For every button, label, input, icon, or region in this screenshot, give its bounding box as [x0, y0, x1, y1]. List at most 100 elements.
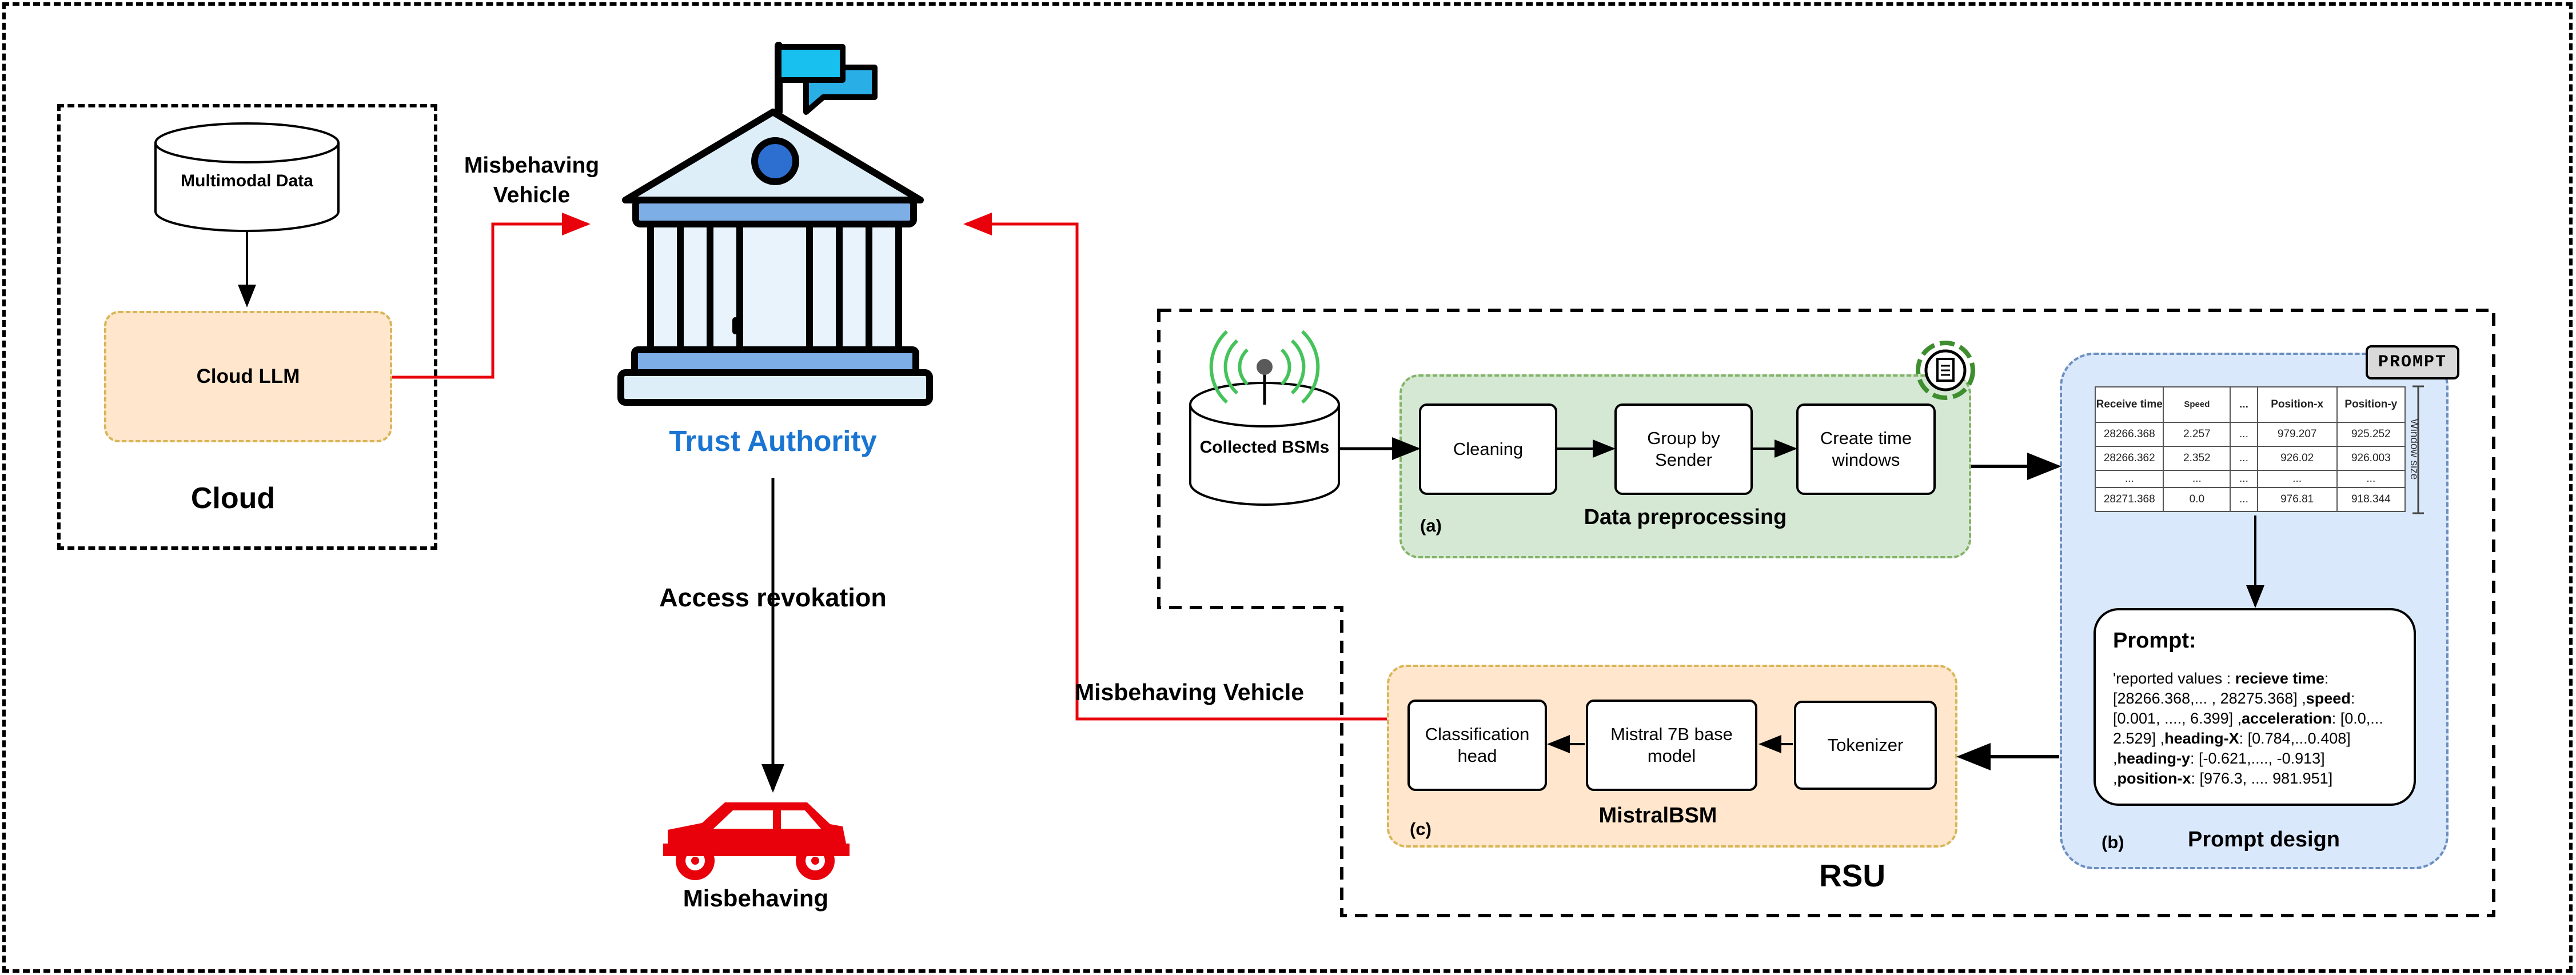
prompt-text-segment: [0.001, ...., 6.399] ,	[2113, 710, 2242, 727]
multimodal-data-cylinder	[154, 122, 340, 232]
mistral-7b-base-node[interactable]: Mistral 7B base model	[1586, 700, 1757, 791]
prompt-text-segment: : [0.0,...	[2331, 710, 2383, 727]
table-cell: ...	[2230, 446, 2258, 471]
misbehaving-vehicle-cloud-line1: Misbehaving	[464, 153, 600, 178]
table-cell: 979.207	[2256, 422, 2338, 447]
table-row: 28266.362 2.352 ... 926.02 926.003	[2094, 446, 2406, 471]
window-size-label: Window size	[2408, 418, 2420, 480]
table-cell: ...	[2094, 470, 2164, 488]
table-row: ... ... ... ... ...	[2094, 470, 2406, 488]
misbehaving-vehicle-rsu-label: Misbehaving Vehicle	[1075, 679, 1305, 705]
misbehaving-car-label: Misbehaving	[683, 885, 829, 912]
prompt-design-tag: (b)	[2102, 832, 2124, 852]
table-cell: 918.344	[2336, 487, 2406, 512]
bsm-table-header-row: Receive time Speed ... Position-x Positi…	[2094, 386, 2406, 423]
group-by-sender-line2: Sender	[1655, 450, 1712, 470]
prompt-line: ,heading-y: [-0.621,...., -0.913]	[2113, 749, 2414, 769]
antenna-signal-icon	[1209, 330, 1320, 405]
create-time-windows-node[interactable]: Create time windows	[1796, 403, 1936, 495]
classification-head-line1: Classification	[1425, 724, 1530, 744]
table-cell: 2.352	[2163, 446, 2231, 471]
table-cell: ...	[2336, 470, 2406, 488]
table-cell: 976.81	[2256, 487, 2338, 512]
tokenizer-label: Tokenizer	[1827, 735, 1904, 755]
cloud-title: Cloud	[190, 482, 276, 515]
table-cell: 2.257	[2163, 422, 2231, 447]
mistral-title: MistralBSM	[1598, 804, 1717, 828]
bsm-header-ellipsis: ...	[2230, 386, 2258, 423]
rsu-title: RSU	[1819, 858, 1886, 893]
prompt-badge: PROMPT	[2366, 345, 2459, 379]
prompt-text-segment: [28266.368,... , 28275.368] ,	[2113, 690, 2306, 707]
cleaning-label: Cleaning	[1453, 439, 1524, 459]
prompt-text-segment: 'reported values :	[2113, 670, 2235, 687]
bsm-header-speed: Speed	[2163, 386, 2231, 423]
create-time-windows-line1: Create time	[1820, 428, 1912, 448]
preprocessing-title: Data preprocessing	[1584, 505, 1787, 529]
gear-document-icon	[1916, 341, 1975, 400]
prompt-text-segment: ,	[2113, 770, 2118, 787]
collected-bsms-cylinder	[1189, 382, 1340, 506]
prompt-field-name: heading-X	[2164, 730, 2239, 747]
window-size-bracket	[2412, 385, 2424, 514]
cloud-llm-node[interactable]: Cloud LLM	[104, 311, 392, 442]
table-cell: ...	[2230, 470, 2258, 488]
prompt-text-segment: 2.529] ,	[2113, 730, 2165, 747]
prompt-line: 'reported values : recieve time:	[2113, 669, 2414, 689]
mistral-7b-base-line1: Mistral 7B base	[1610, 724, 1733, 744]
group-by-sender-line1: Group by	[1647, 428, 1720, 448]
prompt-card: Prompt: 'reported values : recieve time:…	[2094, 608, 2416, 806]
table-cell: 926.02	[2256, 446, 2338, 471]
misbehaving-vehicle-cloud-label: Misbehaving Vehicle	[440, 151, 623, 210]
misbehaving-vehicle-cloud-line2: Vehicle	[493, 183, 571, 207]
prompt-badge-label: PROMPT	[2378, 353, 2447, 372]
bsm-header-receive-time: Receive time	[2094, 386, 2164, 423]
table-row: 28266.368 2.257 ... 979.207 925.252	[2094, 422, 2406, 447]
trust-authority-building-icon	[617, 42, 933, 406]
prompt-text-segment: ,	[2113, 750, 2118, 767]
tokenizer-node[interactable]: Tokenizer	[1794, 701, 1937, 790]
mistral-tag: (c)	[1410, 819, 1431, 839]
trust-authority-label: Trust Authority	[669, 425, 877, 457]
mistral-7b-base-line2: model	[1647, 746, 1696, 766]
prompt-text-segment: : [-0.621,...., -0.913]	[2190, 750, 2325, 767]
multimodal-data-label: Multimodal Data	[181, 171, 313, 190]
bsm-header-position-y: Position-y	[2336, 386, 2406, 423]
table-cell: 925.252	[2336, 422, 2406, 447]
table-cell: 28266.362	[2094, 446, 2164, 471]
arrow-llm-to-authority	[392, 213, 591, 379]
prompt-heading: Prompt:	[2113, 629, 2196, 653]
table-cell: 926.003	[2336, 446, 2406, 471]
classification-head-node[interactable]: Classification head	[1407, 700, 1547, 791]
cloud-frame	[57, 104, 437, 550]
prompt-line: 2.529] ,heading-X: [0.784,...0.408]	[2113, 729, 2414, 749]
prompt-field-name: recieve time	[2235, 670, 2324, 687]
group-by-sender-node[interactable]: Group by Sender	[1614, 403, 1753, 495]
bsm-window-table: Receive time Speed ... Position-x Positi…	[2094, 386, 2406, 512]
arrow-mistral-to-authority	[963, 213, 1387, 721]
table-cell: 28266.368	[2094, 422, 2164, 447]
rsu-frame	[1157, 309, 2495, 917]
access-revokation-label: Access revokation	[659, 583, 887, 612]
prompt-design-title: Prompt design	[2187, 828, 2340, 852]
table-cell: ...	[2230, 422, 2258, 447]
table-cell: 0.0	[2163, 487, 2231, 512]
collected-bsms-label: Collected BSMs	[1199, 438, 1330, 457]
preprocessing-tag: (a)	[1420, 516, 1442, 536]
table-cell: ...	[2256, 470, 2338, 488]
prompt-text-segment: : [976.3, .... 981.951]	[2191, 770, 2333, 787]
prompt-text-segment: :	[2350, 690, 2355, 707]
create-time-windows-line2: windows	[1832, 450, 1900, 470]
prompt-line: [28266.368,... , 28275.368] ,speed:	[2113, 689, 2414, 709]
prompt-text-segment: : [0.784,...0.408]	[2239, 730, 2351, 747]
prompt-line: ,position-x: [976.3, .... 981.951]	[2113, 769, 2414, 789]
table-cell: ...	[2163, 470, 2231, 488]
cleaning-node[interactable]: Cleaning	[1419, 403, 1557, 495]
table-cell: 28271.368	[2094, 487, 2164, 512]
classification-head-line2: head	[1457, 746, 1497, 766]
table-cell: ...	[2230, 487, 2258, 512]
prompt-field-name: position-x	[2117, 770, 2191, 787]
